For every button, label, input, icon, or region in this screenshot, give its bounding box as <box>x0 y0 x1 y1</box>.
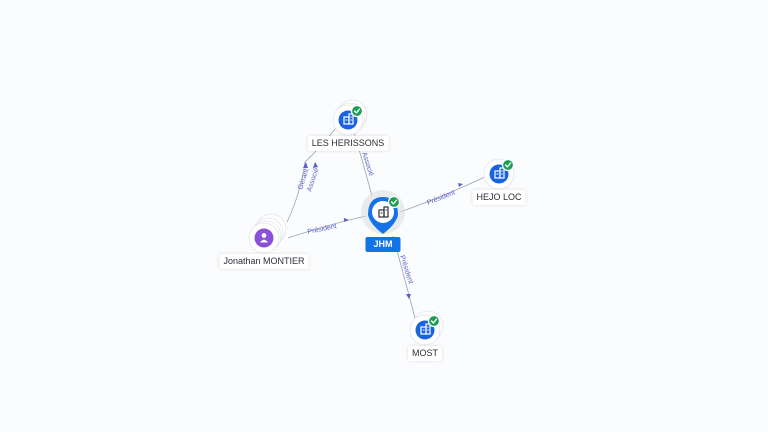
verified-check-icon <box>501 158 515 172</box>
node-hejo-loc[interactable] <box>483 158 515 190</box>
verified-check-icon <box>387 195 401 209</box>
edge-label-president-1: Président <box>307 223 337 236</box>
arrow-gerant <box>303 162 308 168</box>
node-label-jonathan-montier[interactable]: Jonathan MONTIER <box>219 254 309 269</box>
node-most[interactable] <box>409 310 444 346</box>
verified-check-icon <box>350 104 364 118</box>
node-label-hejo-loc[interactable]: HEJO LOC <box>472 190 526 205</box>
person-icon <box>260 233 268 243</box>
verified-check-icon <box>427 314 441 328</box>
arrow-associe-top <box>313 162 318 168</box>
building-icon <box>378 206 389 218</box>
node-label-most[interactable]: MOST <box>408 346 442 361</box>
arrow-president-jhm <box>344 218 349 222</box>
node-jonathan-montier[interactable] <box>248 213 287 254</box>
edge-label-president-2: Président <box>426 189 456 207</box>
edge-jonathan-jhm <box>287 215 367 239</box>
edge-jhm-hejo-loc <box>399 175 488 213</box>
node-les-herissons[interactable] <box>332 99 368 136</box>
node-label-les-herissons[interactable]: LES HERISSONS <box>307 136 389 151</box>
node-label-jhm[interactable]: JHM <box>365 237 401 252</box>
node-jhm[interactable] <box>361 190 405 234</box>
arrow-president-hejo <box>458 183 463 187</box>
edge-label-associe-2: Associé <box>360 151 374 177</box>
edge-label-president-3: Président <box>398 254 414 284</box>
arrow-president-most <box>406 294 411 299</box>
